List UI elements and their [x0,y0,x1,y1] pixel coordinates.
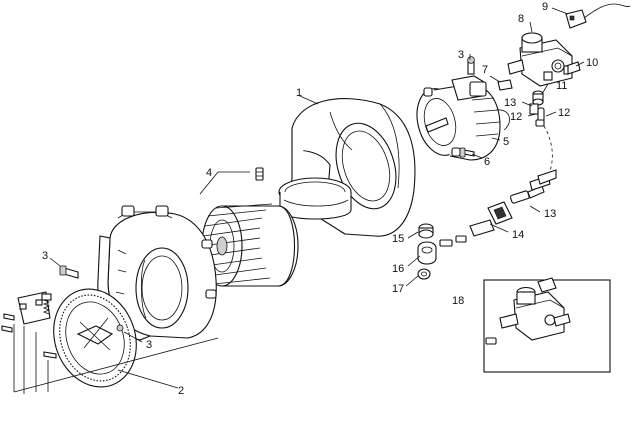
callout-11: 11 [556,80,567,92]
leader-lines [13,7,585,394]
blower-housing-part-1 [278,98,416,237]
callout-15: 15 [392,233,404,245]
screw-part-3-upper [467,56,475,75]
callout-13-lower: 13 [544,208,556,220]
callout-10: 10 [586,57,598,69]
nozzle-assembly-part-14 [469,169,557,237]
callout-3-upper: 3 [458,49,464,61]
fitting-part-10 [563,61,581,75]
callout-9: 9 [542,1,548,13]
pump-kit-part-18 [483,277,611,373]
callout-6: 6 [484,156,490,168]
solenoid-coil-part-9 [565,3,631,29]
callout-12-right: 12 [558,107,570,119]
callout-12-left: 12 [510,111,522,123]
motor-part-5 [416,75,510,161]
callout-8: 8 [518,13,524,25]
impeller-wheel-part-4 [201,167,299,287]
callout-4: 4 [206,167,212,179]
electrode-parts-15-16-17 [417,223,467,280]
oil-pump-part-8 [507,32,573,87]
coupling-part-7 [497,79,513,91]
callout-14: 14 [512,229,524,241]
callout-numbers: 1 2 3 3 3 4 5 6 7 8 9 10 11 12 12 13 13 … [42,1,598,397]
callout-3-lower: 3 [146,339,152,351]
callout-3-left: 3 [42,250,48,262]
callout-2: 2 [178,385,184,397]
fittings-part-11-13 [529,90,544,115]
hose-part-12 [535,107,545,127]
blower-casing-part-2 [1,205,217,388]
callout-17: 17 [392,283,404,295]
callout-13-upper: 13 [504,97,516,109]
callout-1: 1 [296,87,302,99]
callout-16: 16 [392,263,404,275]
callout-18: 18 [452,295,464,307]
callout-7: 7 [482,64,488,76]
motor-screw-part-6 [459,147,475,158]
callout-5: 5 [503,136,509,148]
